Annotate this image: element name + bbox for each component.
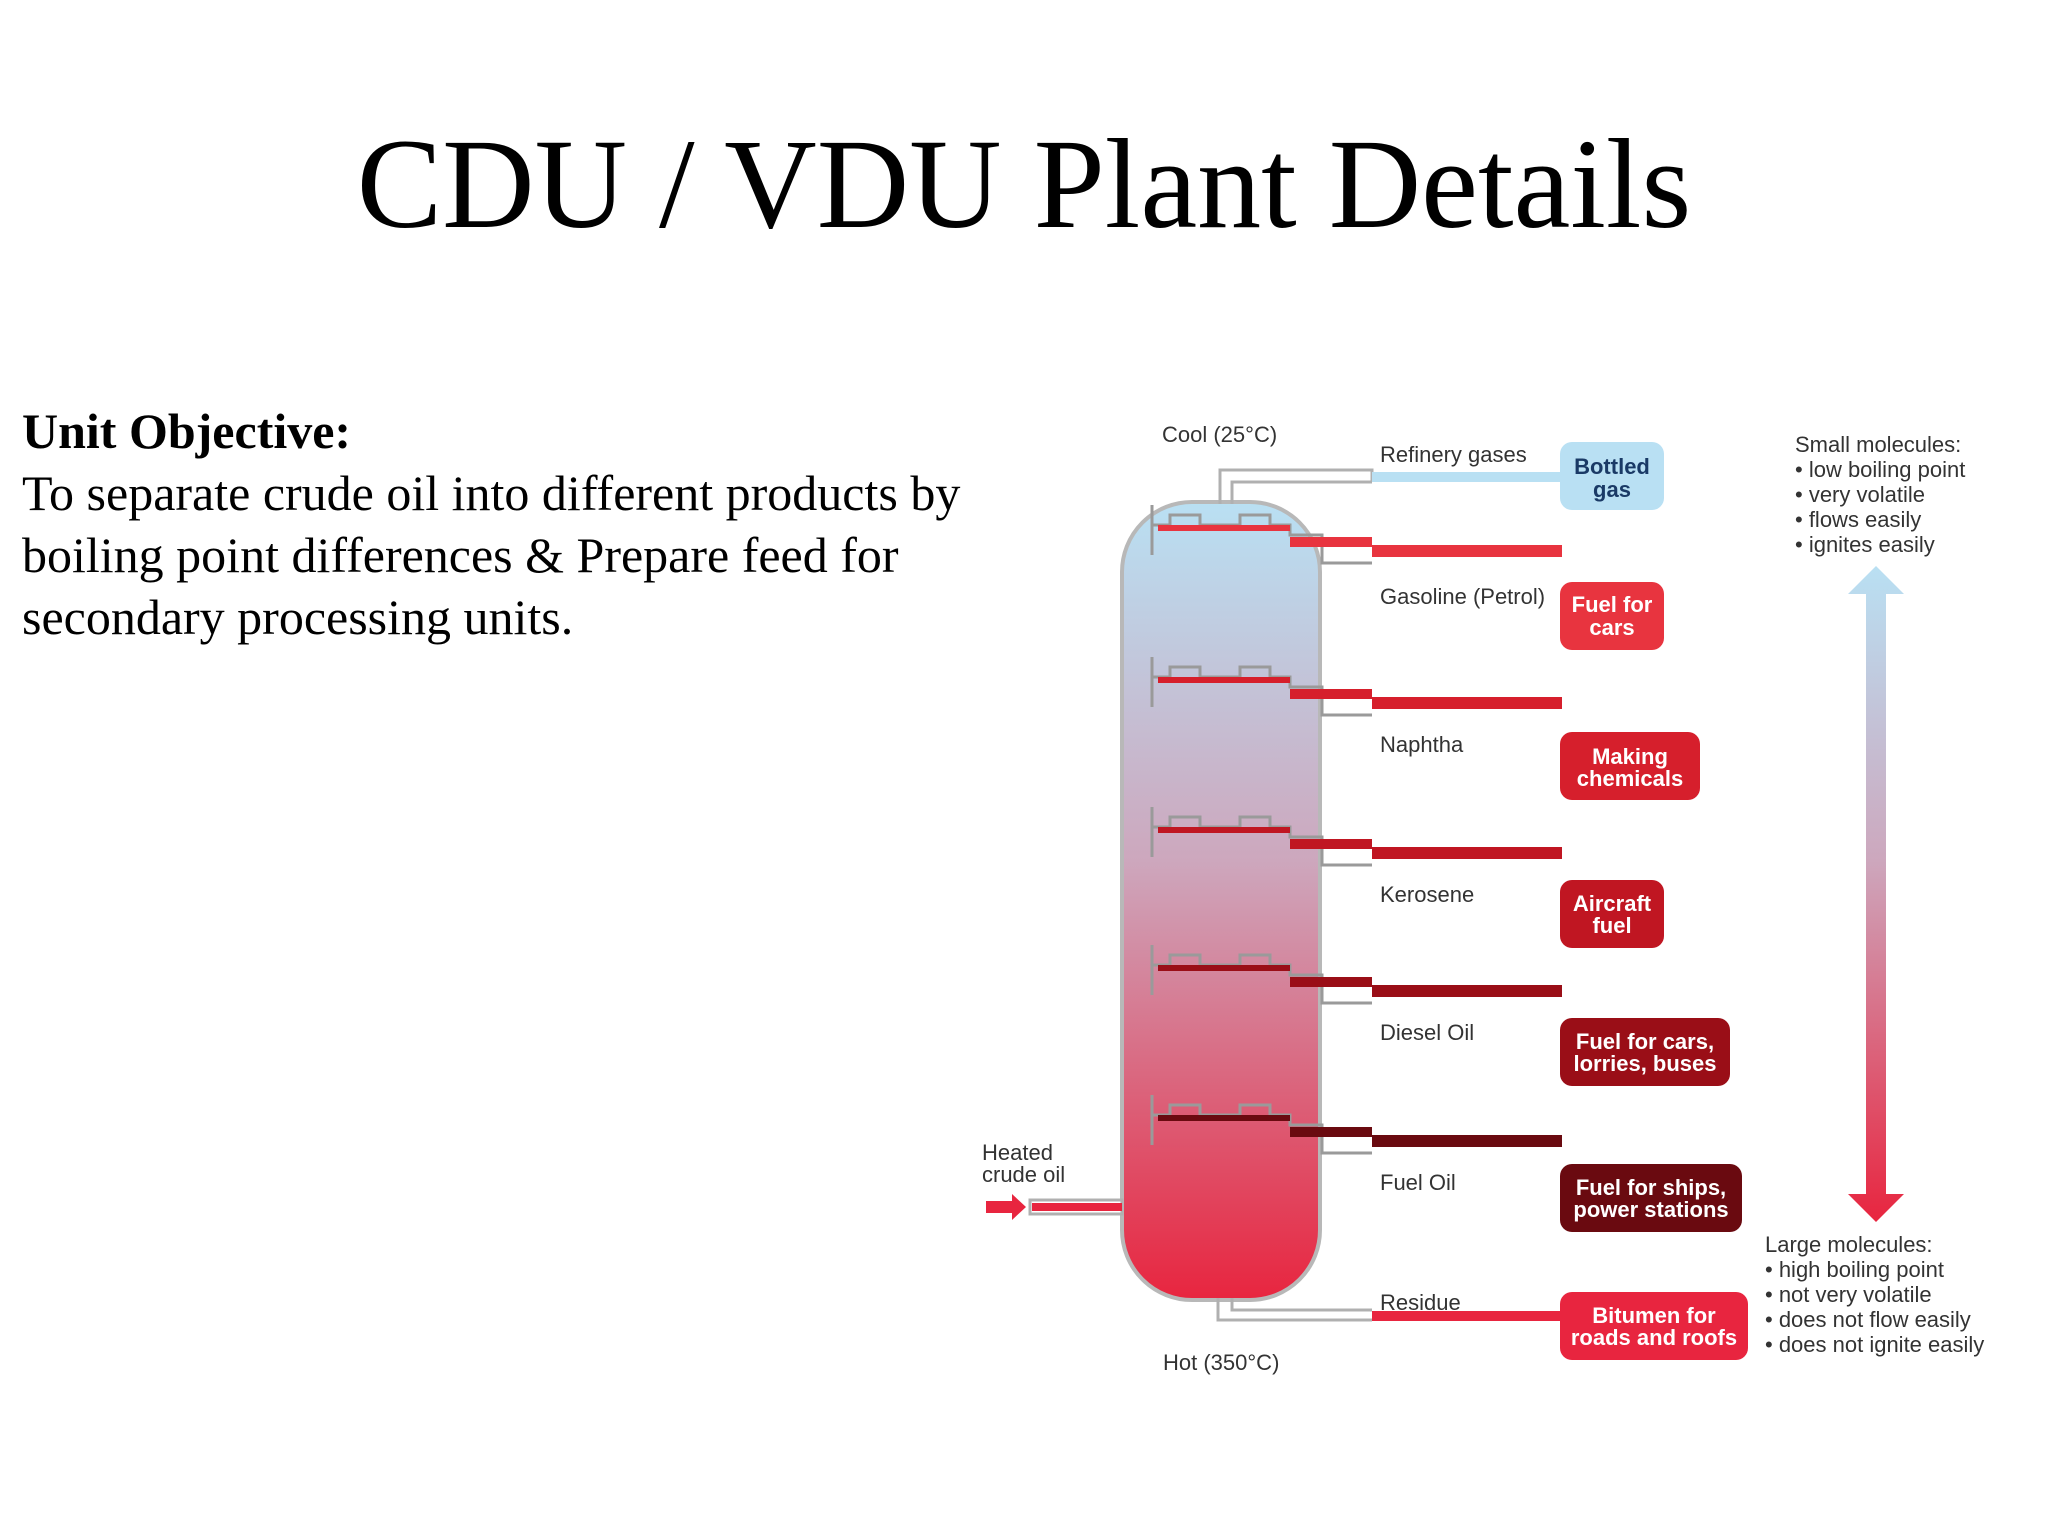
note-item: • does not ignite easily	[1765, 1332, 1984, 1357]
fraction-label: Diesel Oil	[1380, 1020, 1474, 1045]
molecule-size-double-arrow-icon	[1848, 566, 1904, 1222]
note-item: • high boiling point	[1765, 1257, 1944, 1282]
unit-objective: Unit Objective: To separate crude oil in…	[22, 400, 982, 648]
tray-diesel	[1150, 945, 1562, 1005]
product-label: gas	[1593, 477, 1631, 502]
tray-naphtha	[1150, 657, 1562, 717]
product-box-fuel-for-cars: Fuel for cars	[1560, 582, 1664, 650]
feed-label-line1: Heated	[982, 1140, 1053, 1165]
residue-line	[1372, 1311, 1562, 1321]
product-label: cars	[1589, 615, 1634, 640]
product-label: Aircraft	[1573, 891, 1652, 916]
refinery-gases-line	[1372, 472, 1562, 482]
product-box-bottled-gas: Bottled gas	[1560, 442, 1664, 510]
product-label: Fuel for	[1572, 592, 1653, 617]
note-heading: Large molecules:	[1765, 1232, 1933, 1257]
column-top-label: Cool (25°C)	[1162, 422, 1277, 447]
product-label: Bitumen for	[1592, 1303, 1716, 1328]
feed-arrow-icon	[986, 1194, 1026, 1220]
product-box-fuel-cars-lorries: Fuel for cars, lorries, buses	[1560, 1018, 1730, 1086]
column-bottom-label: Hot (350°C)	[1163, 1350, 1279, 1375]
product-label: roads and roofs	[1571, 1325, 1737, 1350]
slide-title: CDU / VDU Plant Details	[356, 113, 1692, 255]
fraction-label: Fuel Oil	[1380, 1170, 1456, 1195]
fraction-label: Gasoline (Petrol)	[1380, 584, 1545, 609]
product-box-aircraft-fuel: Aircraft fuel	[1560, 880, 1664, 948]
product-label: Making	[1592, 744, 1668, 769]
note-item: • ignites easily	[1795, 532, 1935, 557]
fraction-label: Kerosene	[1380, 882, 1474, 907]
objective-heading: Unit Objective:	[22, 403, 352, 459]
product-box-fuel-ships: Fuel for ships, power stations	[1560, 1164, 1742, 1232]
bottom-outlet-pipe	[1216, 1298, 1372, 1322]
fraction-label: Residue	[1380, 1290, 1461, 1315]
product-box-bitumen: Bitumen for roads and roofs	[1560, 1292, 1748, 1360]
note-item: • does not flow easily	[1765, 1307, 1971, 1332]
tray-gasoline	[1150, 505, 1562, 565]
distillation-column	[1120, 500, 1322, 1302]
top-outlet-pipe	[1218, 468, 1374, 504]
product-label: Bottled	[1574, 454, 1650, 479]
feed-stream	[1032, 1203, 1122, 1211]
large-molecules-note: Large molecules: • high boiling point • …	[1765, 1232, 1984, 1357]
note-heading: Small molecules:	[1795, 432, 1961, 457]
product-label: Fuel for ships,	[1576, 1175, 1726, 1200]
small-molecules-note: Small molecules: • low boiling point • v…	[1795, 432, 1965, 557]
tray-fuel-oil	[1150, 1095, 1562, 1155]
note-item: • not very volatile	[1765, 1282, 1932, 1307]
objective-text: To separate crude oil into different pro…	[22, 465, 961, 645]
product-label: lorries, buses	[1573, 1051, 1716, 1076]
product-label: chemicals	[1577, 766, 1683, 791]
feed-label-line2: crude oil	[982, 1162, 1065, 1187]
note-item: • low boiling point	[1795, 457, 1965, 482]
product-label: fuel	[1592, 913, 1631, 938]
note-item: • flows easily	[1795, 507, 1921, 532]
product-box-making-chemicals: Making chemicals	[1560, 732, 1700, 800]
tray-kerosene	[1150, 807, 1562, 867]
product-label: power stations	[1573, 1197, 1728, 1222]
fraction-label: Refinery gases	[1380, 442, 1527, 467]
product-label: Fuel for cars,	[1576, 1029, 1714, 1054]
note-item: • very volatile	[1795, 482, 1925, 507]
fraction-label: Naphtha	[1380, 732, 1464, 757]
